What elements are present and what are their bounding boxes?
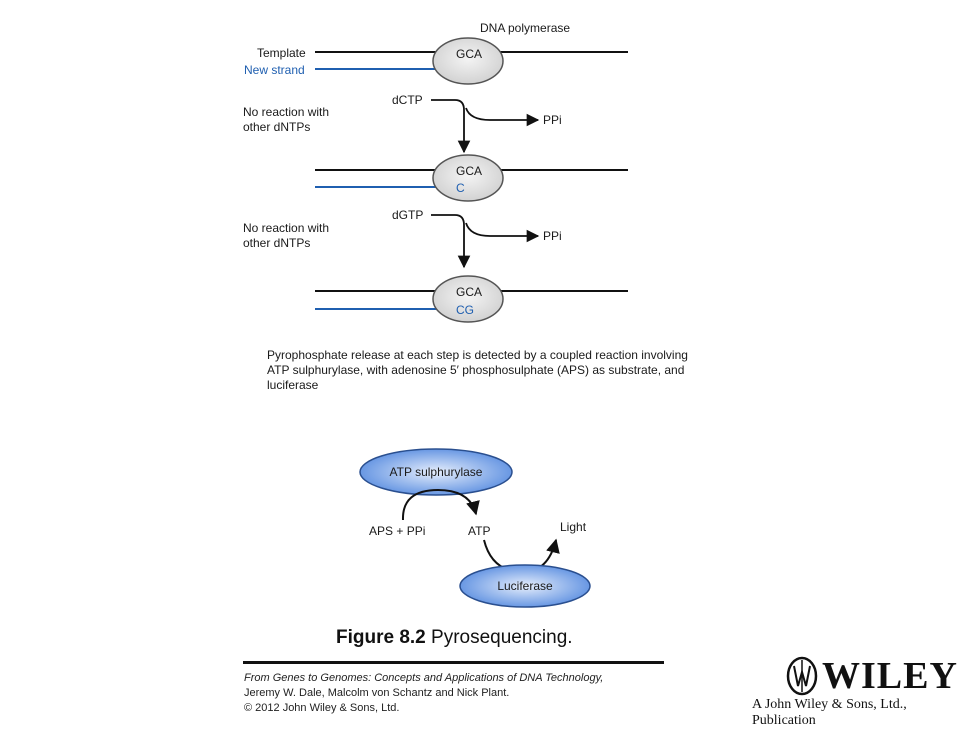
source-authors: Jeremy W. Dale, Malcolm von Schantz and … (244, 687, 510, 699)
coupled-reaction: ATP sulphurylase APS + PPi ATP Light Luc… (359, 448, 591, 608)
source-book: From Genes to Genomes: Concepts and Appl… (244, 672, 604, 684)
nucleotide-2: dGTP (392, 208, 423, 222)
template-seq-1: GCA (456, 47, 482, 61)
step-1: GCA Template New strand (244, 37, 628, 85)
ppi-arrow-2 (465, 222, 540, 243)
figure-title: Figure 8.2 Pyrosequencing. (336, 627, 573, 649)
wiley-seal-icon (786, 656, 818, 696)
new-seq-2: C (456, 181, 465, 195)
polymerase-oval-3 (432, 275, 504, 323)
reaction-1: dCTP PPi No reaction with other dNTPs (243, 93, 562, 154)
atp-sulphurylase-oval (359, 448, 513, 496)
luciferase-oval (459, 564, 591, 608)
wiley-logo: WILEY (822, 655, 958, 697)
incorporation-arrow-2 (431, 214, 471, 269)
divider-rule (243, 661, 664, 664)
template-label: Template (257, 46, 306, 60)
enzyme1-label: ATP sulphurylase (390, 465, 483, 479)
light-label: Light (560, 520, 587, 534)
substrate-label: APS + PPi (369, 524, 425, 538)
enzyme-title: DNA polymerase (480, 21, 570, 35)
product-1: PPi (543, 113, 562, 127)
incorporation-arrow-1 (431, 99, 471, 154)
template-seq-3: GCA (456, 285, 482, 299)
step-3: GCA CG (315, 275, 628, 323)
ppi-arrow-1 (465, 107, 540, 127)
new-strand-label: New strand (244, 63, 305, 77)
polymerase-oval-2 (432, 154, 504, 202)
figure-name: Pyrosequencing. (431, 627, 573, 648)
no-reaction-1-line1: No reaction with (243, 105, 329, 119)
new-seq-3: CG (456, 303, 474, 317)
reaction-2: dGTP PPi No reaction with other dNTPs (243, 208, 562, 269)
intermediate-label: ATP (468, 524, 490, 538)
enzyme2-label: Luciferase (497, 579, 553, 593)
nucleotide-1: dCTP (392, 93, 423, 107)
no-reaction-2-line2: other dNTPs (243, 236, 310, 250)
step-2: GCA C (315, 154, 628, 202)
polymerase-oval-1 (432, 37, 504, 85)
source-citation: From Genes to Genomes: Concepts and Appl… (244, 671, 603, 716)
source-copyright: © 2012 John Wiley & Sons, Ltd. (244, 702, 400, 714)
no-reaction-1-line2: other dNTPs (243, 120, 310, 134)
product-2: PPi (543, 229, 562, 243)
template-seq-2: GCA (456, 164, 482, 178)
wiley-tagline: A John Wiley & Sons, Ltd., Publication (752, 697, 907, 728)
sulphurylase-arrow (401, 488, 480, 521)
figure-number: Figure 8.2 (336, 627, 426, 648)
no-reaction-2-line1: No reaction with (243, 221, 329, 235)
diagram-caption: Pyrophosphate release at each step is de… (267, 348, 688, 392)
